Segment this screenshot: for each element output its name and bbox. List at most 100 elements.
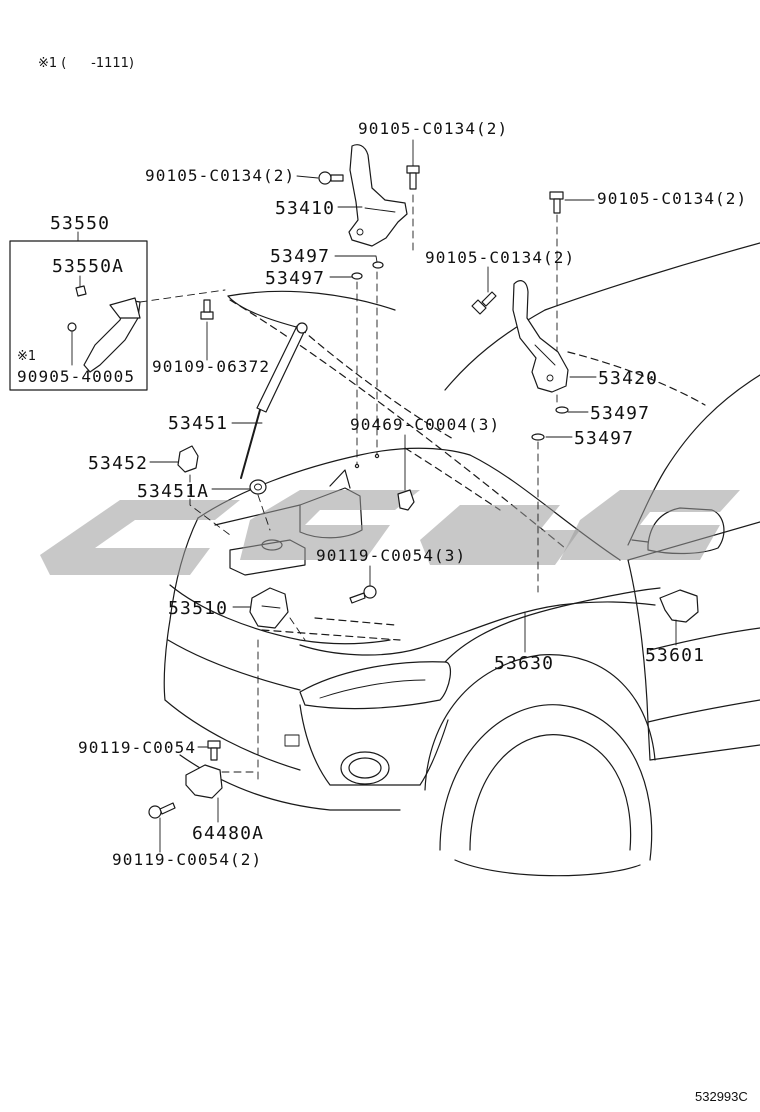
part-number-label: 90469-C0004(3) xyxy=(350,415,500,434)
inset-clip xyxy=(75,285,87,297)
bolt xyxy=(549,191,564,214)
assembly-line xyxy=(289,617,306,641)
bolt-head xyxy=(471,299,487,315)
headlight xyxy=(299,661,452,710)
fascia-left-edge xyxy=(163,517,199,701)
part-number-label: 53510 xyxy=(168,598,228,619)
hood-lock xyxy=(249,587,289,629)
fog-light-bezel xyxy=(340,751,390,785)
part-number-label: 90105-C0134(2) xyxy=(597,189,747,208)
hood-hinge-left xyxy=(512,280,569,393)
part-number-label: 90105-C0134(2) xyxy=(358,119,508,138)
part-number-label: 53451A xyxy=(137,481,209,502)
bolt-shaft xyxy=(203,299,211,313)
hood-alignment-line xyxy=(567,351,706,406)
hood-support-strut-top-fitting xyxy=(296,322,308,334)
washer xyxy=(531,433,545,441)
grille-top xyxy=(169,584,391,645)
bolt xyxy=(200,299,214,320)
hood-support-bracket xyxy=(177,445,199,473)
inset-bolt-label: 90905-40005 xyxy=(17,367,135,386)
bolt-shaft xyxy=(210,747,218,761)
inset-frame xyxy=(9,240,148,391)
headlight-inner xyxy=(319,679,426,699)
bolt-shaft xyxy=(409,172,417,190)
part-number-label: 90105-C0134(2) xyxy=(425,248,575,267)
open-hood-top-edge xyxy=(227,290,396,311)
part-number-label: 90119-C0054(2) xyxy=(112,850,262,869)
mount-hole xyxy=(354,463,360,469)
bolt-head xyxy=(549,191,564,200)
hood-support-strut-rod xyxy=(240,409,261,479)
part-number-label: 53452 xyxy=(88,453,148,474)
mount-hole xyxy=(374,453,380,459)
hood-lock-detail xyxy=(261,605,281,609)
part-number-label: 53497 xyxy=(574,428,634,449)
hood-lock-support xyxy=(185,764,223,799)
hinge-hole xyxy=(356,228,364,236)
part-number-label: 90109-06372 xyxy=(152,357,270,376)
cowl-line xyxy=(404,447,501,511)
fog-light xyxy=(348,757,382,779)
applicability-note: ※1 ( -1111) xyxy=(38,56,134,71)
leader-line xyxy=(334,255,378,263)
hood-release-lever-bracket xyxy=(109,297,141,319)
assembly-line xyxy=(257,494,271,531)
bolt xyxy=(318,171,344,185)
part-number-label: 53630 xyxy=(494,653,554,674)
fender-top xyxy=(444,587,661,663)
part-number-label: 53497 xyxy=(270,246,330,267)
leader-line xyxy=(296,175,319,179)
bolt-head xyxy=(363,585,377,599)
hood-hinge-right-arm xyxy=(364,207,396,213)
roof-line xyxy=(544,242,760,311)
watermark-shape xyxy=(40,500,240,575)
hood-support-strut-end xyxy=(249,479,267,495)
hood-hinge-left-arm xyxy=(534,344,556,366)
part-number-label: 90119-C0054 xyxy=(78,738,196,757)
washer xyxy=(372,261,384,269)
bolt-head xyxy=(318,171,332,185)
assembly-line xyxy=(139,289,226,303)
part-number-label: 64480A xyxy=(192,823,264,844)
assembly-line xyxy=(189,474,231,536)
hood-hinge-right xyxy=(348,144,408,247)
watermark-shape xyxy=(560,490,740,560)
hood-clip xyxy=(397,489,415,511)
hood-leading-edge xyxy=(197,447,471,519)
tire-bottom xyxy=(454,859,641,877)
tire-outer xyxy=(439,704,653,861)
body-side-line-lower xyxy=(647,699,760,723)
part-number-label: 53497 xyxy=(265,268,325,289)
part-number-label: 53451 xyxy=(168,413,228,434)
watermark-shape xyxy=(240,490,420,560)
bolt-head xyxy=(148,805,162,819)
part-number-label: 53420 xyxy=(598,368,658,389)
part-number-label: 53601 xyxy=(645,645,705,666)
wheel-arch xyxy=(424,654,656,791)
inset-bolt xyxy=(67,322,77,332)
part-number-label: 53497 xyxy=(590,403,650,424)
hinge-hole xyxy=(546,374,554,382)
inset-part-number: 53550 xyxy=(50,213,110,234)
body-side-line-middle xyxy=(649,627,760,651)
parts xyxy=(148,144,699,819)
drawing-id: 532993C xyxy=(695,1089,748,1104)
grille-bottom xyxy=(167,639,301,691)
bolt-shaft xyxy=(553,198,561,214)
windshield-left-edge xyxy=(444,309,546,391)
bolt-head xyxy=(406,165,420,174)
leader-lines xyxy=(149,139,677,853)
bumper-side xyxy=(299,704,449,786)
watermark-shape xyxy=(420,505,580,565)
reservoir-cap xyxy=(329,469,351,489)
bolt-shaft xyxy=(349,592,366,604)
door-line xyxy=(627,559,651,761)
part-number-label: 90119-C0054(3) xyxy=(316,546,466,565)
radiator-support-line xyxy=(261,629,401,641)
bolt xyxy=(406,165,420,190)
tire-inner xyxy=(469,734,632,851)
bolt xyxy=(349,585,377,604)
hood-lock-control-lever xyxy=(659,589,699,623)
